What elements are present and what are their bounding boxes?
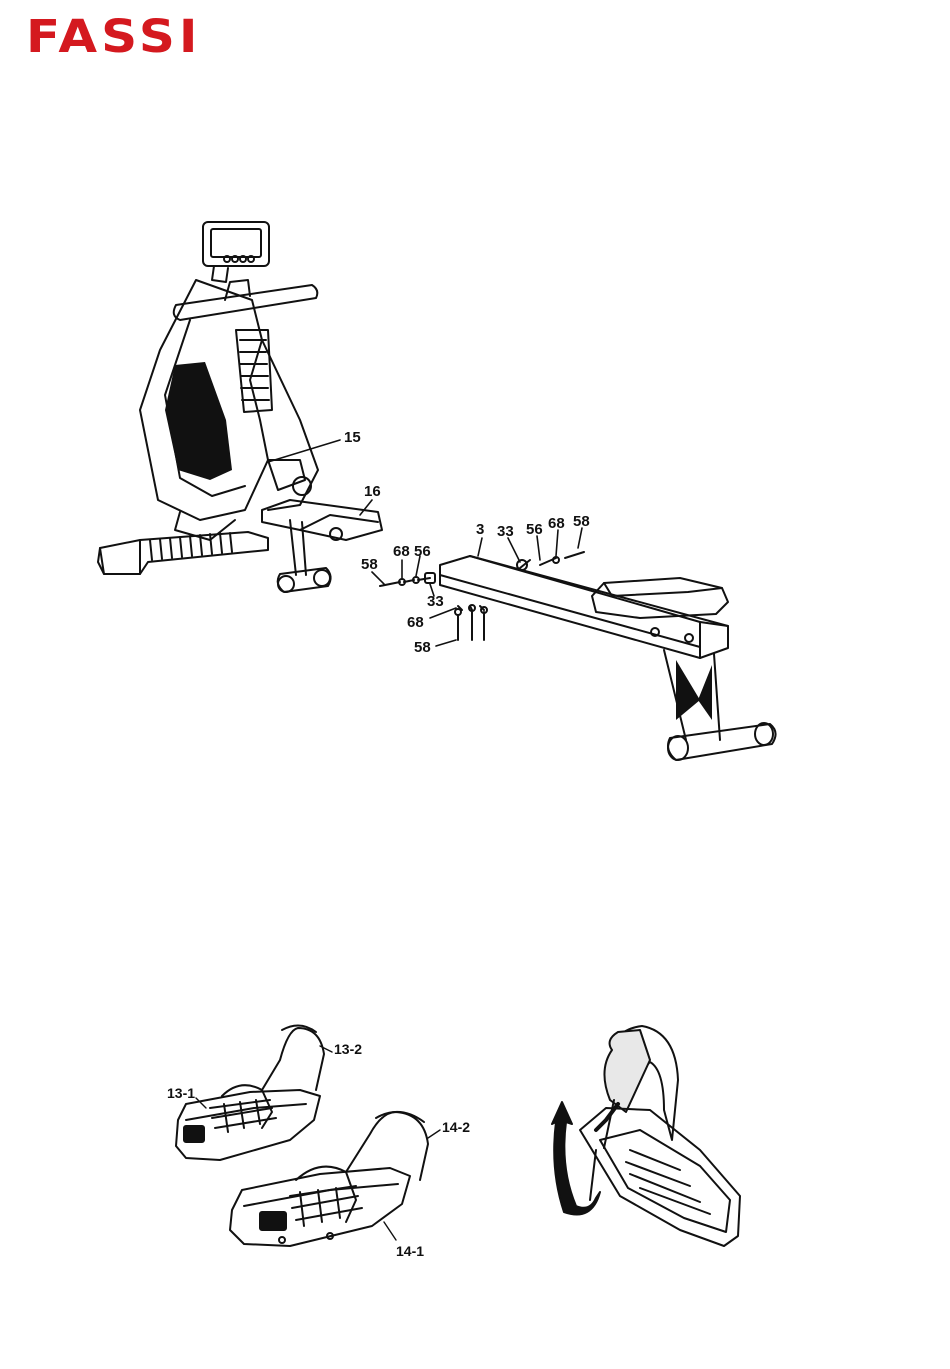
pedal-14 [230,1112,428,1246]
label-part-33-left: 33 [427,593,444,610]
label-part-14-1: 14-1 [396,1243,424,1259]
label-part-58-bottom: 58 [414,639,431,656]
label-part-68-bottom: 68 [407,614,424,631]
label-part-16: 16 [364,483,381,500]
label-part-14-2: 14-2 [442,1119,470,1135]
main-tower [140,280,318,520]
label-part-56-left: 56 [414,543,431,560]
label-part-68-top: 68 [548,515,565,532]
label-part-13-2: 13-2 [334,1041,362,1057]
label-part-58-left: 58 [361,556,378,573]
strap-instruction-drawing [552,1026,740,1246]
handlebar [174,280,318,320]
label-part-33-top: 33 [497,523,514,540]
front-rail-part-16 [262,500,382,592]
label-part-56-top: 56 [526,521,543,538]
label-part-58-top: 58 [573,513,590,530]
front-stabilizer [98,512,268,574]
part-labels-rower: 15 16 3 33 56 68 58 58 68 56 33 68 58 [344,429,590,656]
pedal-pair-drawing [176,1025,440,1246]
rower-machine-drawing [98,222,776,760]
monitor [203,222,269,282]
pedal-13 [176,1025,324,1160]
seat [592,578,728,618]
label-part-15: 15 [344,429,361,446]
label-part-68-left: 68 [393,543,410,560]
label-part-13-1: 13-1 [167,1085,195,1101]
main-rail [440,552,728,658]
label-part-3: 3 [476,521,484,538]
rear-stabilizer [664,650,776,760]
